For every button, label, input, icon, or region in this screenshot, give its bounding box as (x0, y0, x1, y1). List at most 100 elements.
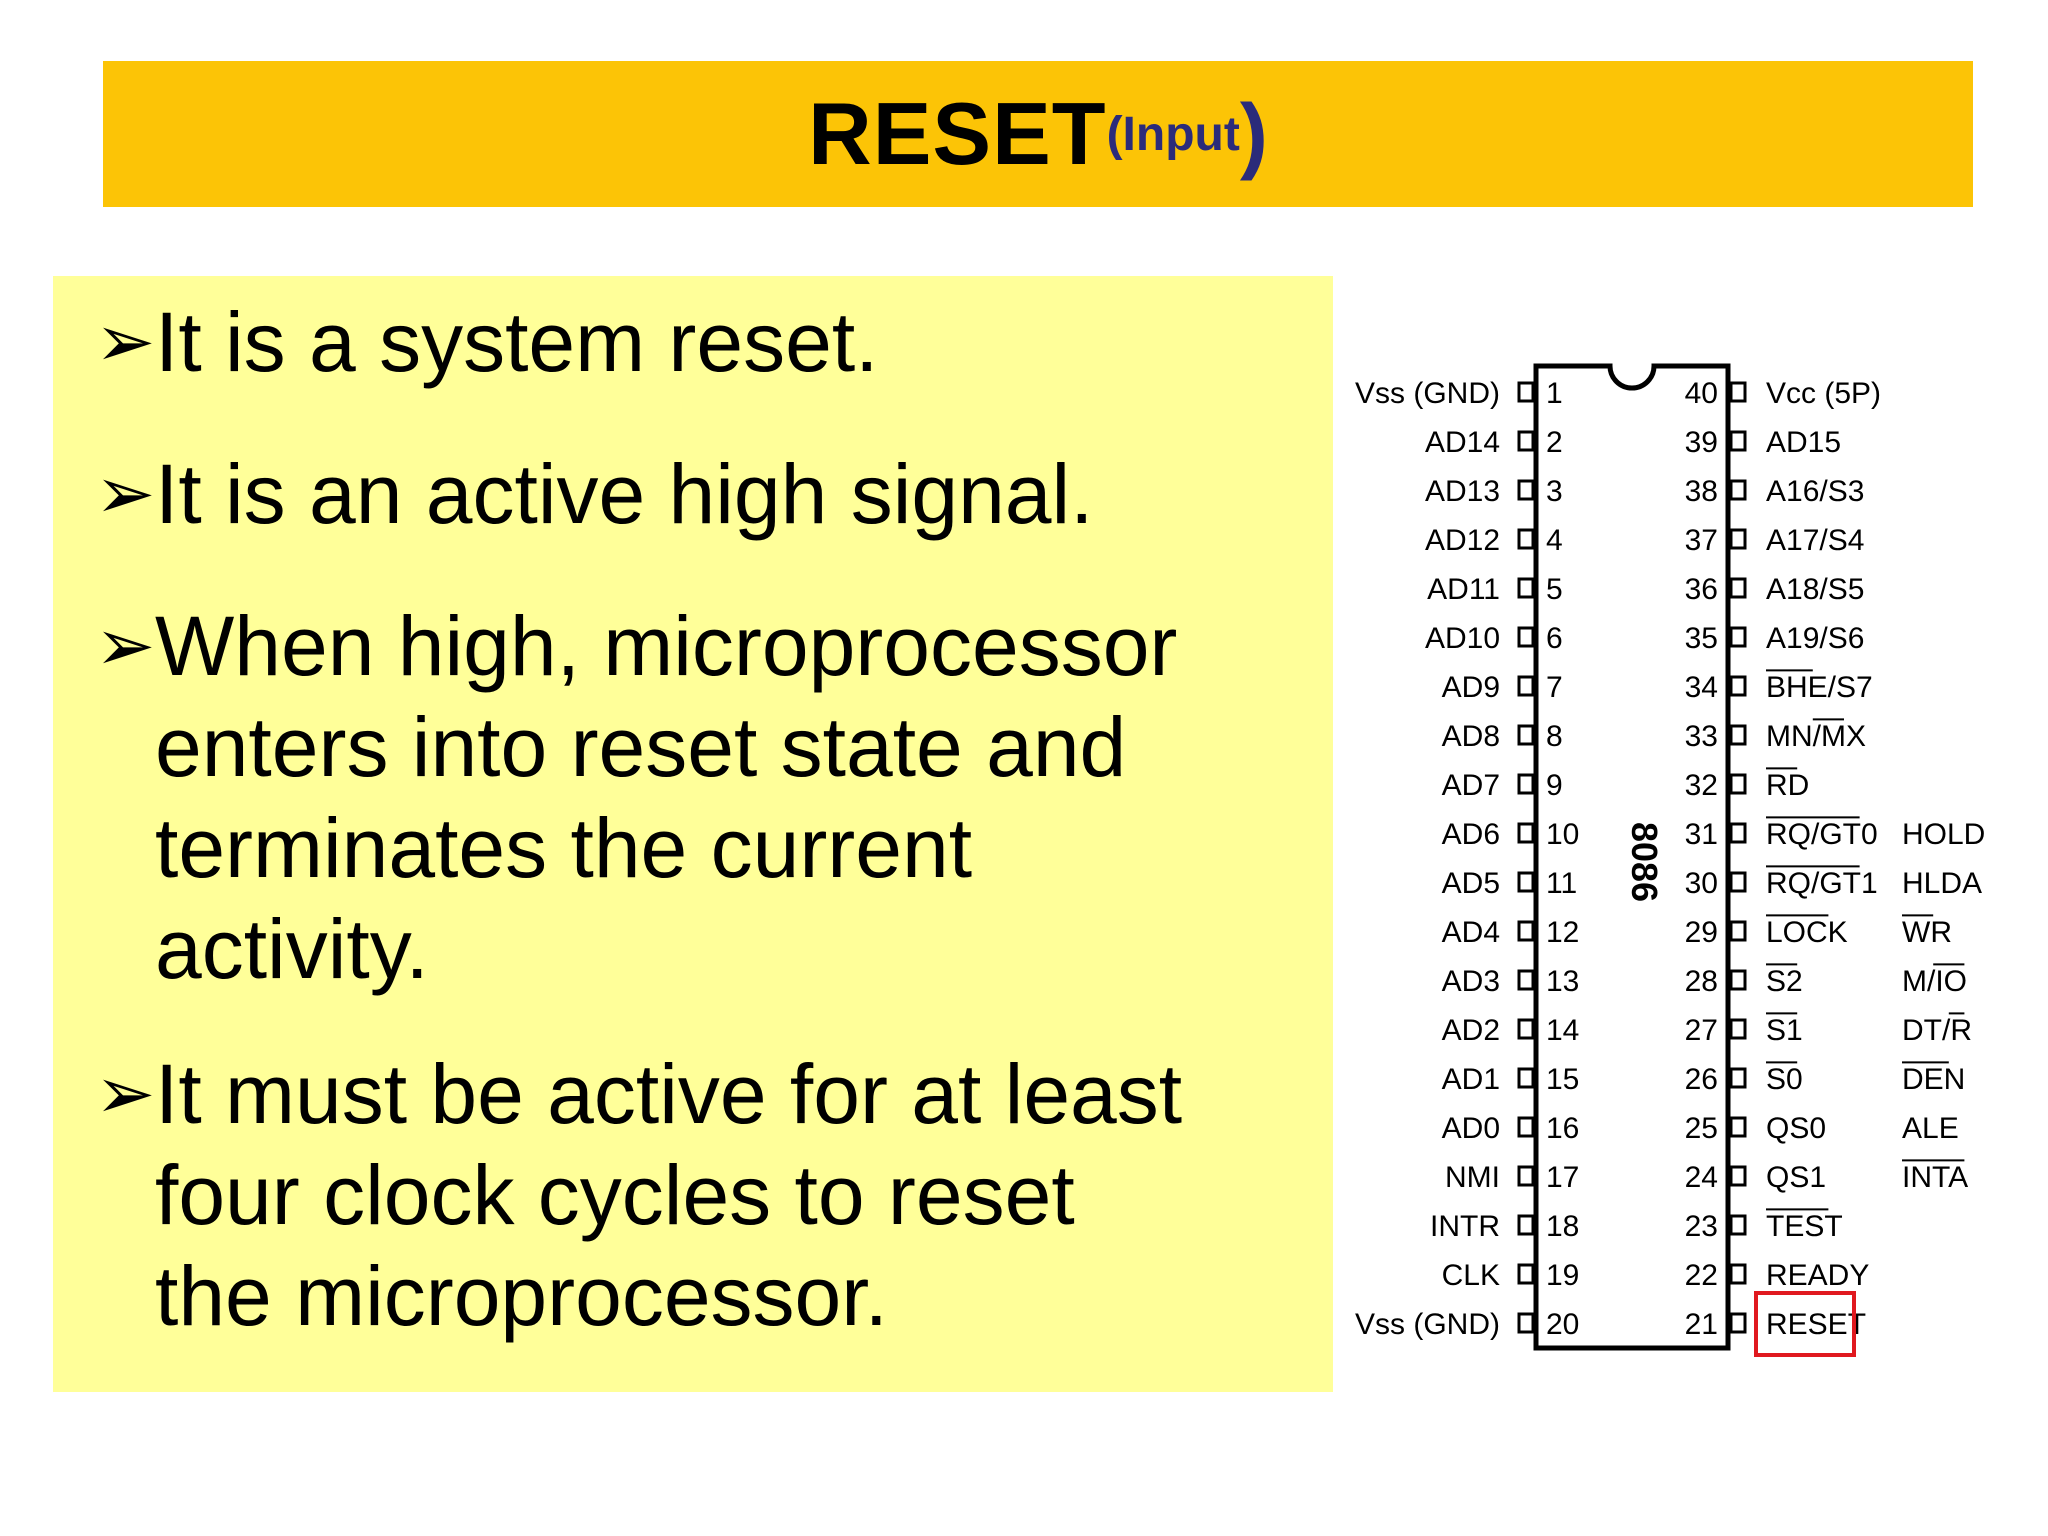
pin-number: 21 (1685, 1308, 1718, 1341)
pin-number: 25 (1685, 1112, 1718, 1145)
pin-box (1517, 626, 1535, 648)
pin-number: 11 (1546, 867, 1577, 900)
arrow-bullet-icon: ➢ (95, 302, 156, 382)
pin-label: BHE/S7 (1766, 671, 1873, 704)
pin-number: 20 (1546, 1308, 1579, 1341)
pin-box (1517, 1165, 1535, 1187)
pin-number: 38 (1685, 475, 1718, 508)
pin-box (1729, 1116, 1747, 1138)
pin-number: 30 (1685, 867, 1718, 900)
pin-label: A19/S6 (1766, 622, 1864, 655)
bullet-line: four clock cycles to reset (155, 1148, 1075, 1242)
pin-box (1517, 1263, 1535, 1285)
pin-label: Vcc (5P) (1766, 377, 1881, 410)
bullet-line: When high, microprocessor (155, 599, 1178, 693)
pin-number: 1 (1546, 377, 1563, 410)
pin-box (1729, 381, 1747, 403)
pin-number: 12 (1546, 916, 1579, 949)
pin-alt-label: INTA (1902, 1161, 1968, 1194)
pin-box (1517, 969, 1535, 991)
bullet-list: ➢It is a system reset. ➢It is an active … (53, 276, 1333, 1392)
pin-box (1729, 1018, 1747, 1040)
pin-number: 39 (1685, 426, 1718, 459)
pin-label: AD4 (1442, 916, 1500, 949)
bullet-line: enters into reset state and (155, 700, 1127, 794)
pin-box (1729, 479, 1747, 501)
pin-box (1729, 773, 1747, 795)
pin-alt-label: M/IO (1902, 965, 1967, 998)
pin-number: 24 (1685, 1161, 1718, 1194)
bullet-line: the microprocessor. (155, 1249, 888, 1343)
pin-number: 16 (1546, 1112, 1579, 1145)
pin-number: 9 (1546, 769, 1563, 802)
pin-label: S2 (1766, 965, 1803, 998)
pin-number: 17 (1546, 1161, 1579, 1194)
pin-box (1729, 969, 1747, 991)
pin-label: A17/S4 (1766, 524, 1864, 557)
pin-label: QS0 (1766, 1112, 1826, 1145)
pin-box (1517, 1214, 1535, 1236)
pin-box (1729, 1067, 1747, 1089)
pin-label: QS1 (1766, 1161, 1826, 1194)
pin-number: 3 (1546, 475, 1563, 508)
pin-number: 10 (1546, 818, 1579, 851)
pin-alt-label: HOLD (1902, 818, 1985, 851)
pin-label: AD12 (1425, 524, 1500, 557)
pin-box (1517, 479, 1535, 501)
pin-number: 28 (1685, 965, 1718, 998)
pin-alt-label: ALE (1902, 1112, 1959, 1145)
pin-box (1517, 528, 1535, 550)
pin-box (1729, 822, 1747, 844)
bullet-item: ➢When high, microprocessor enters into r… (95, 596, 1325, 1000)
pin-box (1729, 528, 1747, 550)
pin-box (1517, 1312, 1535, 1334)
pin-number: 2 (1546, 426, 1563, 459)
pin-box (1517, 675, 1535, 697)
chip-body (1533, 363, 1731, 1351)
pin-box (1517, 822, 1535, 844)
pin-box (1517, 773, 1535, 795)
pin-number: 33 (1685, 720, 1718, 753)
pin-box (1729, 626, 1747, 648)
pin-box (1729, 1312, 1747, 1334)
pin-number: 35 (1685, 622, 1718, 655)
pin-label: AD2 (1442, 1014, 1500, 1047)
pin-label: Vss (GND) (1355, 1308, 1500, 1341)
pin-label: MN/MX (1766, 720, 1866, 753)
bullet-item: ➢It must be active for at least four clo… (95, 1044, 1325, 1347)
pin-box (1517, 920, 1535, 942)
pin-box (1517, 1067, 1535, 1089)
pin-number: 31 (1685, 818, 1718, 851)
pin-box (1517, 871, 1535, 893)
pin-box (1517, 1018, 1535, 1040)
pin-alt-label: DEN (1902, 1063, 1965, 1096)
pin-label: AD1 (1442, 1063, 1500, 1096)
pin-label: RQ/GT1 (1766, 867, 1878, 900)
arrow-bullet-icon: ➢ (95, 606, 156, 686)
pin-number: 27 (1685, 1014, 1718, 1047)
pin-label: AD15 (1766, 426, 1841, 459)
pin-number: 34 (1685, 671, 1718, 704)
pin-alt-label: WR (1902, 916, 1952, 949)
pin-label: S0 (1766, 1063, 1803, 1096)
pin-label: AD8 (1442, 720, 1500, 753)
pin-box (1729, 577, 1747, 599)
pin-number: 4 (1546, 524, 1563, 557)
bullet-item: ➢It is a system reset. (95, 292, 1325, 393)
pin-number: 22 (1685, 1259, 1718, 1292)
pin-number: 5 (1546, 573, 1563, 606)
pin-number: 18 (1546, 1210, 1579, 1243)
pin-label: AD3 (1442, 965, 1500, 998)
pin-label: AD9 (1442, 671, 1500, 704)
arrow-bullet-icon: ➢ (95, 454, 156, 534)
pin-number: 32 (1685, 769, 1718, 802)
pin-number: 36 (1685, 573, 1718, 606)
chip-name: 8086 (1624, 822, 1665, 902)
pin-box (1729, 724, 1747, 746)
pin-box (1517, 381, 1535, 403)
bullet-line: activity. (155, 902, 429, 996)
pin-box (1517, 430, 1535, 452)
pin-label: AD0 (1442, 1112, 1500, 1145)
pin-label: AD5 (1442, 867, 1500, 900)
pin-label: A16/S3 (1766, 475, 1864, 508)
